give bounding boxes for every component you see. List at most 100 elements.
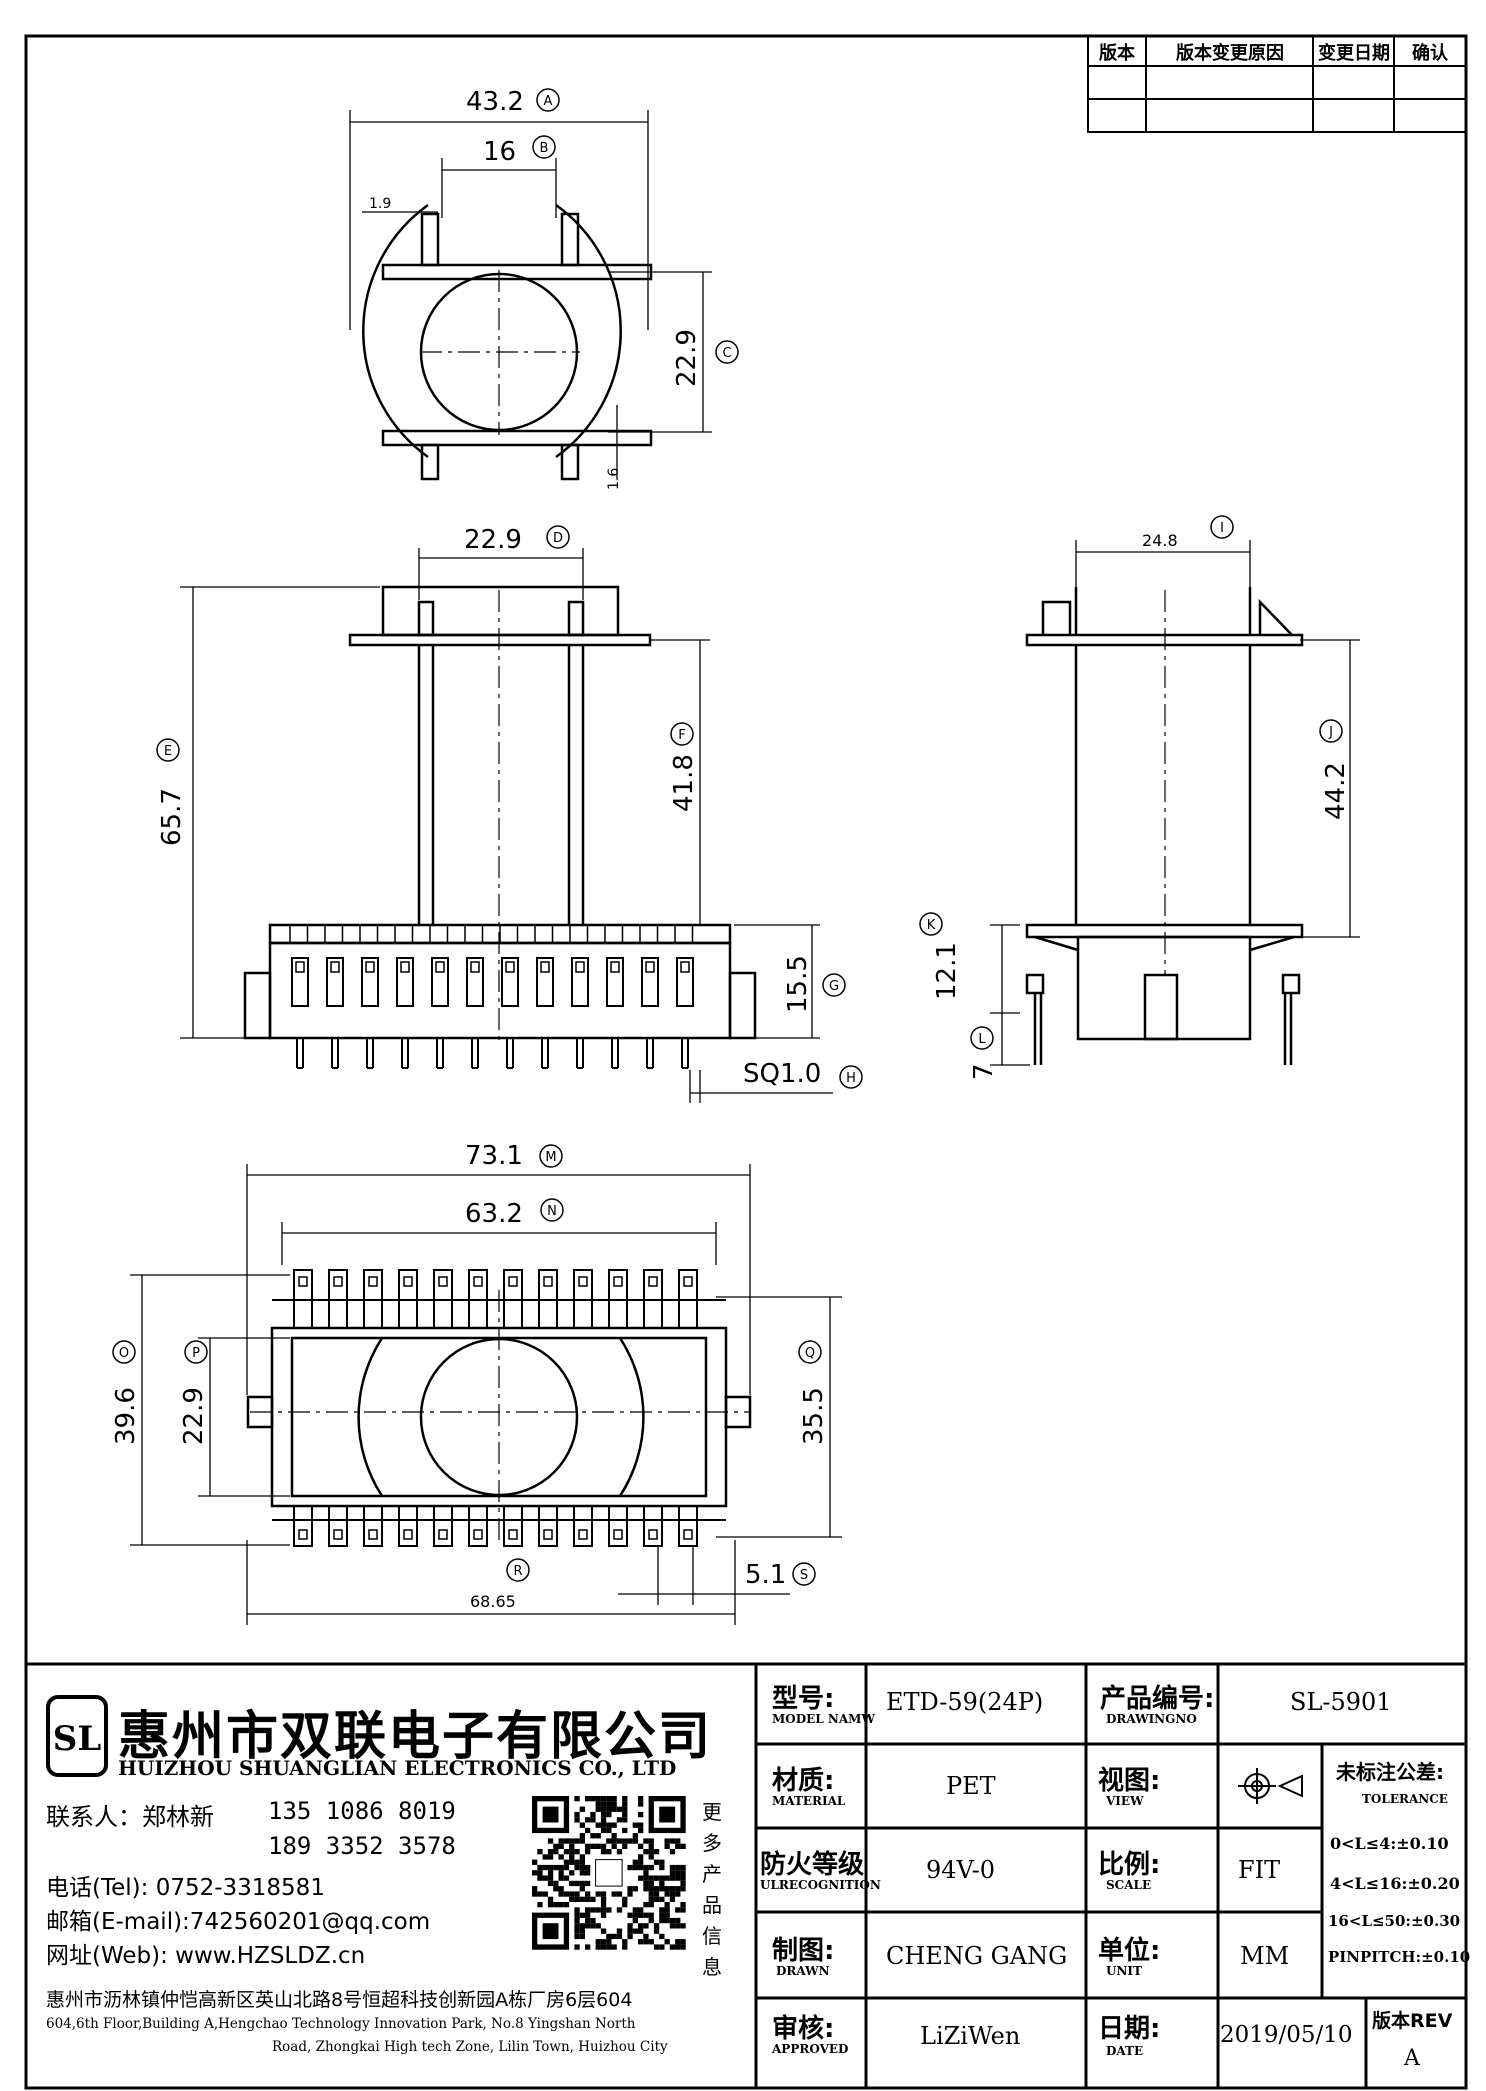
- qr-module: [606, 1801, 612, 1807]
- qr-module: [600, 1902, 607, 1908]
- qr-module: [638, 1939, 644, 1945]
- qr-module: [542, 1875, 548, 1881]
- tag-i: I: [1210, 515, 1234, 539]
- qr-module: [585, 1923, 591, 1929]
- qr-module: [659, 1859, 665, 1865]
- qr-module: [595, 1891, 601, 1897]
- qr-module: [638, 1843, 644, 1849]
- tag-a: A: [536, 88, 560, 112]
- drawingno-value: SL-5901: [1290, 1688, 1392, 1716]
- qr-module: [563, 1891, 570, 1897]
- qr-module: [622, 1838, 628, 1844]
- svg-text:L: L: [978, 1032, 986, 1047]
- qr-module: [590, 1796, 596, 1802]
- qr-caption: 更多产品信息: [702, 1800, 722, 1979]
- qr-module: [675, 1917, 681, 1924]
- tag-m: M: [539, 1144, 563, 1168]
- qr-module: [622, 1806, 628, 1812]
- qr-module: [643, 1923, 649, 1929]
- qr-module: [611, 1833, 617, 1839]
- qr-module: [643, 1902, 649, 1908]
- date-value: 2019/05/10: [1220, 2022, 1353, 2048]
- qr-module: [606, 1796, 612, 1802]
- qr-module: [622, 1817, 628, 1823]
- qr-module: [664, 1838, 670, 1844]
- qr-module: [653, 1891, 660, 1897]
- qr-module: [638, 1928, 644, 1934]
- qr-module: [648, 1854, 654, 1860]
- qr-module: [638, 1907, 644, 1913]
- qr-module: [611, 1933, 617, 1940]
- dim-c-small: 1.6: [606, 468, 622, 490]
- qr-module: [616, 1933, 623, 1940]
- qr-module: [638, 1796, 644, 1802]
- svg-text:J: J: [1328, 725, 1333, 740]
- dim-i-value: 24.8: [1142, 531, 1178, 550]
- qr-module: [616, 1838, 623, 1844]
- contact-person: 联系人：郑林新: [46, 1803, 214, 1831]
- qr-module: [569, 1896, 575, 1902]
- dim-h-value: SQ1.0: [743, 1059, 821, 1089]
- qr-module: [569, 1870, 575, 1876]
- qr-module: [600, 1843, 607, 1849]
- svg-text:B: B: [540, 141, 549, 156]
- qr-module: [648, 1880, 654, 1887]
- qr-module: [669, 1891, 676, 1897]
- qr-module: [553, 1843, 559, 1849]
- qr-module: [600, 1939, 607, 1945]
- front-pin: [606, 957, 624, 1069]
- qr-module: [680, 1864, 686, 1871]
- model-label-cn: 型号:: [772, 1684, 835, 1714]
- qr-module: [622, 1939, 628, 1945]
- bottom-pin-bottom: [678, 1506, 698, 1547]
- qr-module: [579, 1833, 585, 1839]
- qr-module: [653, 1923, 660, 1929]
- rev-value: A: [1404, 2046, 1420, 2071]
- qr-module: [622, 1896, 628, 1902]
- qr-module: [632, 1886, 638, 1892]
- contact-tel: 电话(Tel): 0752-3318581: [46, 1875, 325, 1901]
- qr-module: [664, 1912, 670, 1918]
- qr-module: [659, 1886, 665, 1892]
- unit-label-en: UNIT: [1106, 1964, 1142, 1978]
- qr-module: [595, 1944, 601, 1950]
- dim-p-value: 22.9: [179, 1387, 209, 1445]
- material-value: PET: [946, 1772, 996, 1800]
- material-label-cn: 材质:: [772, 1766, 835, 1796]
- svg-text:M: M: [545, 1150, 556, 1165]
- qr-module: [579, 1886, 585, 1892]
- qr-module: [638, 1854, 644, 1860]
- qr-module: [606, 1939, 612, 1945]
- qr-module: [616, 1817, 623, 1823]
- qr-module: [537, 1902, 543, 1908]
- qr-module: [574, 1933, 580, 1940]
- qr-module: [590, 1811, 596, 1818]
- front-pin: [326, 957, 344, 1069]
- scale-value: FIT: [1238, 1856, 1281, 1884]
- qr-module: [643, 1864, 649, 1871]
- qr-module: [675, 1923, 681, 1929]
- qr-module: [659, 1912, 665, 1918]
- qr-module: [585, 1907, 591, 1913]
- qr-module: [547, 1864, 554, 1871]
- qr-module: [547, 1854, 554, 1860]
- svg-text:H: H: [846, 1071, 856, 1086]
- qr-module: [558, 1886, 564, 1892]
- qr-module: [574, 1880, 580, 1887]
- rev-header-version: 版本: [1099, 42, 1135, 64]
- qr-module: [659, 1880, 665, 1887]
- qr-module: [595, 1833, 601, 1839]
- qr-module: [653, 1896, 660, 1902]
- qr-module: [558, 1875, 564, 1881]
- qr-module: [622, 1801, 628, 1807]
- qr-module: [611, 1838, 617, 1844]
- qr-module: [627, 1923, 633, 1929]
- qr-module: [553, 1849, 559, 1855]
- qr-module: [648, 1864, 654, 1871]
- qr-module: [574, 1912, 580, 1918]
- qr-module: [643, 1933, 649, 1940]
- qr-module: [542, 1891, 548, 1897]
- qr-module: [547, 1838, 554, 1844]
- qr-module: [648, 1843, 654, 1849]
- qr-module: [664, 1891, 670, 1897]
